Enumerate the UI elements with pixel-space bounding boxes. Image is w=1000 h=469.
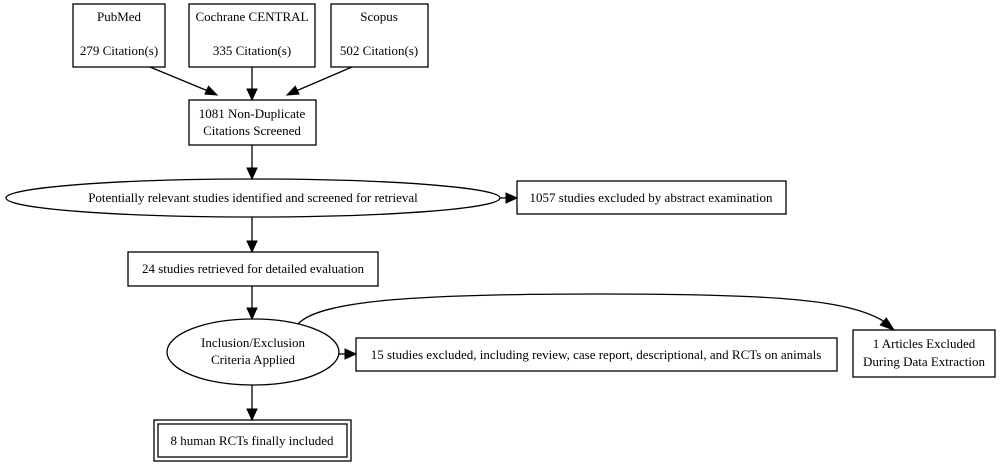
- source-node-scopus: Scopus 502 Citation(s): [330, 3, 429, 68]
- screened-label-line2: Citations Screened: [203, 123, 301, 138]
- excluded-extraction-label-line1: 1 Articles Excluded: [873, 336, 976, 351]
- source-node-cochrane: Cochrane CENTRAL 335 Citation(s): [188, 3, 316, 68]
- edge-pubmed-to-screened: [149, 66, 219, 96]
- edge-potential-to-retrieved: [246, 217, 258, 254]
- criteria-label-line2: Criteria Applied: [211, 352, 296, 367]
- excluded-criteria-label: 15 studies excluded, including review, c…: [371, 347, 822, 362]
- excluded-criteria-node: 15 studies excluded, including review, c…: [355, 337, 838, 372]
- edge-scopus-to-screened: [285, 66, 353, 96]
- source-name-cochrane: Cochrane CENTRAL: [195, 9, 308, 24]
- source-count-scopus: 502 Citation(s): [340, 43, 418, 58]
- edge-screened-to-potential: [246, 145, 258, 181]
- source-name-pubmed: PubMed: [97, 9, 142, 24]
- excluded-abstract-label: 1057 studies excluded by abstract examin…: [530, 190, 773, 205]
- potentially-relevant-node: Potentially relevant studies identified …: [5, 178, 501, 218]
- screened-node: 1081 Non-Duplicate Citations Screened: [188, 99, 317, 146]
- included-label: 8 human RCTs finally included: [170, 433, 334, 448]
- edge-potential-to-excluded-abstract: [500, 192, 519, 204]
- edge-cochrane-to-screened: [246, 67, 258, 102]
- retrieved-label: 24 studies retrieved for detailed evalua…: [142, 261, 365, 276]
- source-node-pubmed: PubMed 279 Citation(s): [72, 3, 166, 68]
- retrieved-node: 24 studies retrieved for detailed evalua…: [127, 251, 379, 287]
- source-count-pubmed: 279 Citation(s): [80, 43, 158, 58]
- screened-label-line1: 1081 Non-Duplicate: [199, 106, 306, 121]
- criteria-node: Inclusion/Exclusion Criteria Applied: [166, 318, 340, 386]
- included-node: 8 human RCTs finally included: [153, 419, 352, 462]
- edge-retrieved-to-criteria: [246, 286, 258, 321]
- criteria-label-line1: Inclusion/Exclusion: [201, 335, 305, 350]
- edge-criteria-to-excluded-extraction: [297, 293, 896, 331]
- excluded-abstract-node: 1057 studies excluded by abstract examin…: [516, 180, 787, 215]
- source-count-cochrane: 335 Citation(s): [213, 43, 291, 58]
- edge-criteria-to-excluded-criteria: [339, 348, 358, 360]
- edge-criteria-to-included: [246, 385, 258, 422]
- potentially-relevant-label: Potentially relevant studies identified …: [88, 190, 418, 205]
- excluded-extraction-label-line2: During Data Extraction: [863, 354, 986, 369]
- source-name-scopus: Scopus: [360, 9, 398, 24]
- excluded-extraction-node: 1 Articles Excluded During Data Extracti…: [852, 329, 996, 378]
